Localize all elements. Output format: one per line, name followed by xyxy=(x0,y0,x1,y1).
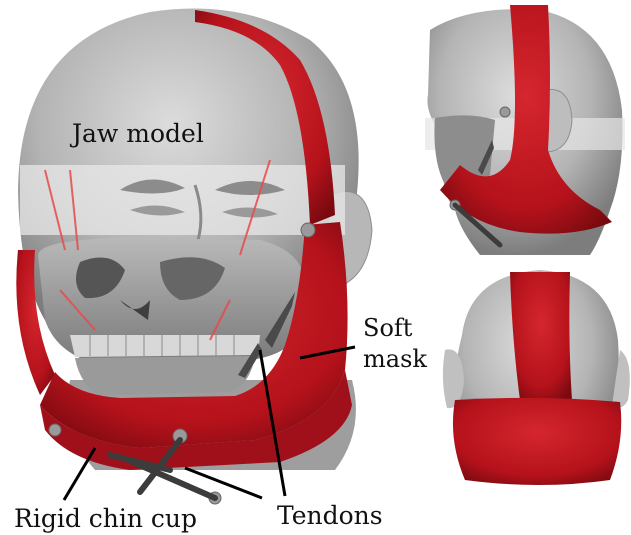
label-tendons: Tendons xyxy=(277,503,383,528)
label-jaw-model: Jaw model xyxy=(72,121,204,146)
side-view-head xyxy=(425,5,625,255)
label-soft-mask-line2: mask xyxy=(363,347,427,371)
label-rigid-chin-cup: Rigid chin cup xyxy=(14,506,197,531)
label-soft-mask-line1: Soft xyxy=(363,316,412,340)
back-view-head xyxy=(443,270,630,485)
